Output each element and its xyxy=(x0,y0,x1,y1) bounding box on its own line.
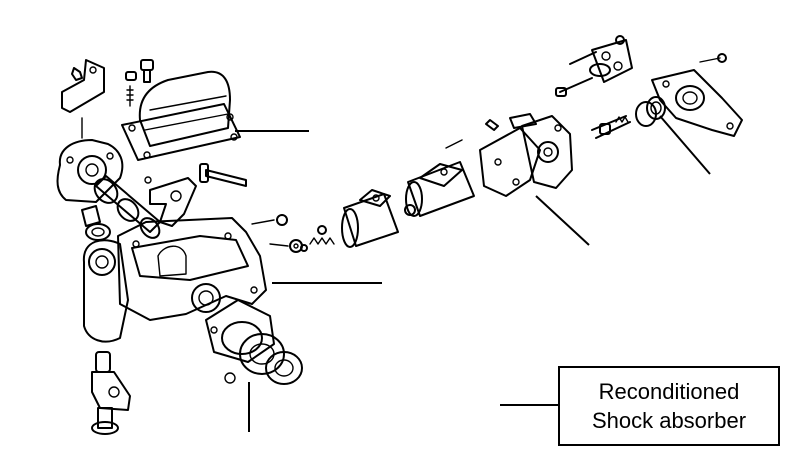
lever-arm xyxy=(144,163,247,227)
end-plate xyxy=(651,53,743,137)
mounting-bracket xyxy=(61,59,105,139)
cylinder-1 xyxy=(341,189,399,248)
cover-screws xyxy=(125,59,154,107)
top-cover xyxy=(121,70,241,161)
valve-pin xyxy=(555,51,611,97)
part-label-box: Reconditioned Shock absorber xyxy=(558,366,780,446)
base-arm xyxy=(81,205,129,343)
top-bracket-plate xyxy=(591,35,633,83)
cylinder-2 xyxy=(404,139,475,217)
label-line-2: Shock absorber xyxy=(591,408,747,433)
label-line-1: Reconditioned xyxy=(598,379,740,404)
body-screws xyxy=(251,214,303,253)
arm-flange xyxy=(56,139,124,203)
plunger xyxy=(591,115,631,139)
leader-line-valve-plate xyxy=(535,195,590,246)
link-rod xyxy=(91,351,131,435)
leader-line-end-plate xyxy=(659,115,711,175)
valve-plate xyxy=(479,113,573,197)
end-seal-rings xyxy=(635,96,666,127)
main-body xyxy=(117,217,267,321)
spring-parts xyxy=(300,225,335,252)
bottom-seal-assembly xyxy=(205,299,303,385)
